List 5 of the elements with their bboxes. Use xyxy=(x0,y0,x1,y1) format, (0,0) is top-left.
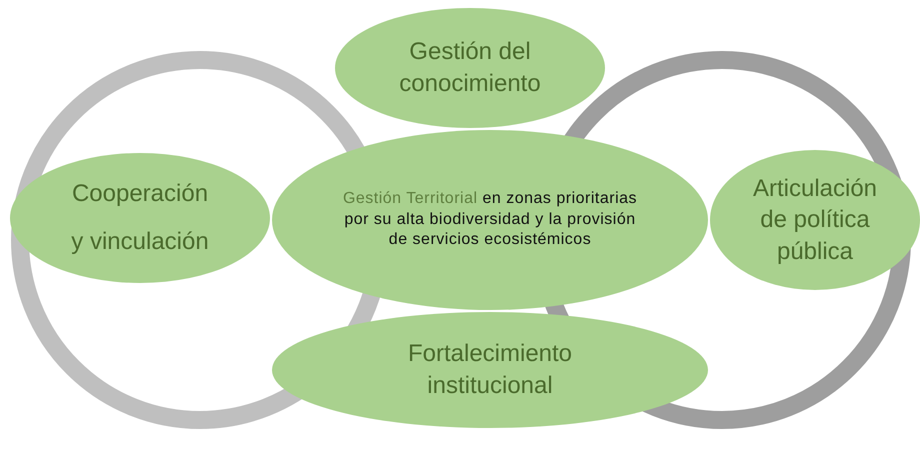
node-text: Gestión Territorial en zonas prioritarias por su alta biodiversidad y la provisión de servicios ecosistémicos xyxy=(342,188,638,250)
node-label: Gestión del conocimiento xyxy=(398,36,542,99)
node-label: Cooperación y vinculación xyxy=(70,179,210,257)
node-label: Fortalecimiento institucional xyxy=(406,338,574,401)
node-label: Articulación de política pública xyxy=(752,174,878,267)
